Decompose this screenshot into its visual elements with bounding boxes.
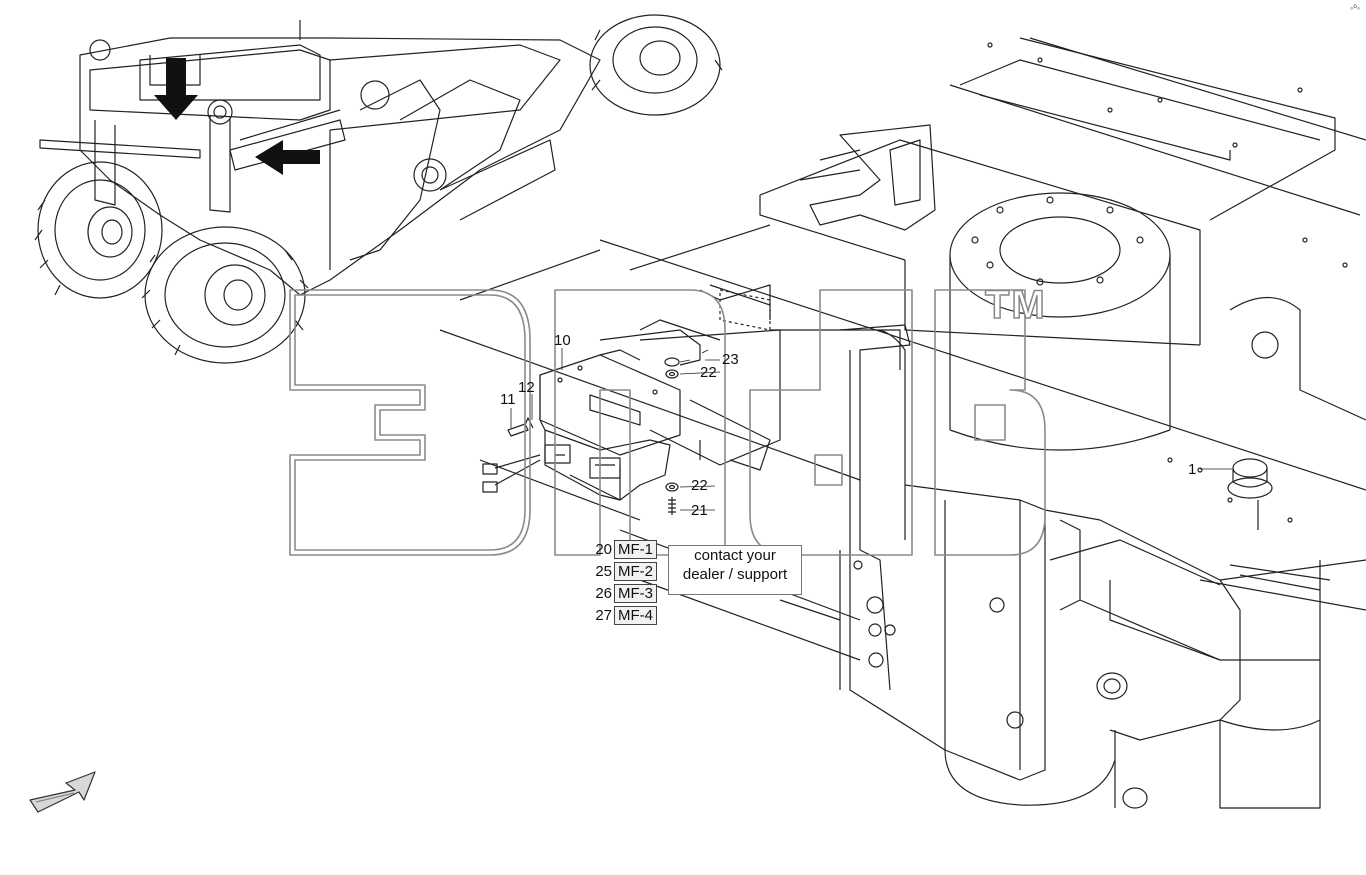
mf-ref-number: 25 xyxy=(595,563,612,580)
watermark-trademark: TM xyxy=(984,282,1047,328)
mf-ref-number: 20 xyxy=(595,541,612,558)
mf-ref-number: 26 xyxy=(595,585,612,602)
arrow-left-icon xyxy=(255,140,320,175)
vehicle-overview xyxy=(34,14,723,364)
callout-1[interactable]: 1 xyxy=(1188,461,1197,478)
callout-22-upper[interactable]: 22 xyxy=(700,364,717,381)
callout-22-lower[interactable]: 22 xyxy=(691,477,708,494)
callout-21[interactable]: 21 xyxy=(691,502,708,519)
callout-11[interactable]: 11 xyxy=(500,391,516,408)
mf-ref-number: 27 xyxy=(595,607,612,624)
frame-assembly xyxy=(439,37,1366,809)
callout-12[interactable]: 12 xyxy=(518,379,535,396)
control-unit-assembly xyxy=(482,289,1232,545)
cap-item-1 xyxy=(1227,458,1273,530)
link-icon[interactable]: ◦⁰◦ xyxy=(1350,3,1360,13)
navigate-arrow-icon[interactable] xyxy=(29,771,96,813)
callout-10[interactable]: 10 xyxy=(554,332,571,349)
mf-1-button[interactable]: MF-1 xyxy=(614,540,657,559)
mf-4-button[interactable]: MF-4 xyxy=(614,606,657,625)
mf-3-button[interactable]: MF-3 xyxy=(614,584,657,603)
arrow-down-icon xyxy=(154,58,198,120)
callout-23[interactable]: 23 xyxy=(722,351,739,368)
contact-dealer-note[interactable]: contact your dealer / support xyxy=(668,545,802,595)
watermark-logo xyxy=(289,289,1046,556)
mf-2-button[interactable]: MF-2 xyxy=(614,562,657,581)
